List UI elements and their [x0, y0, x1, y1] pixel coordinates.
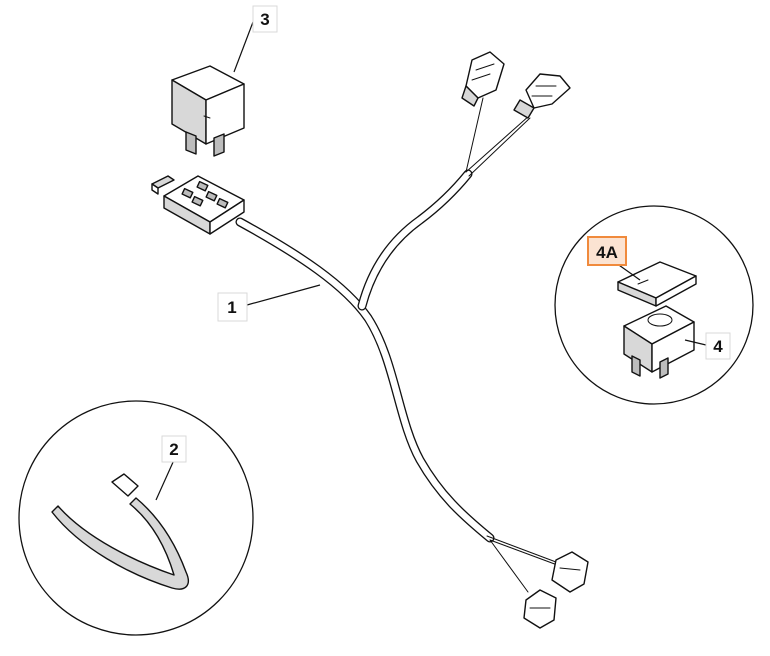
- connector-icon: [523, 551, 589, 629]
- callout-harness-label: 1: [227, 298, 236, 317]
- callout-cable-tie-label: 2: [169, 440, 178, 459]
- rocker-switch-icon: [623, 305, 695, 379]
- callout-relay-label: 3: [260, 10, 269, 29]
- callout-harness: 1: [217, 292, 248, 322]
- callout-cable-tie: 2: [161, 435, 187, 463]
- callout-switch: 4: [705, 332, 731, 360]
- callout-switch-cap-label: 4A: [596, 243, 618, 262]
- cable-tie-detail-circle: [18, 400, 254, 636]
- callout-switch-label: 4: [713, 337, 723, 356]
- harness-cable: [235, 97, 561, 593]
- cable-tie-icon: [51, 473, 190, 590]
- callout-relay: 3: [252, 5, 278, 33]
- connector-icon: [461, 51, 571, 119]
- relay-socket-icon: [151, 175, 245, 235]
- switch-cap-icon: [617, 261, 697, 307]
- relay-icon: [171, 65, 245, 157]
- callout-switch-cap: 4A: [587, 236, 627, 266]
